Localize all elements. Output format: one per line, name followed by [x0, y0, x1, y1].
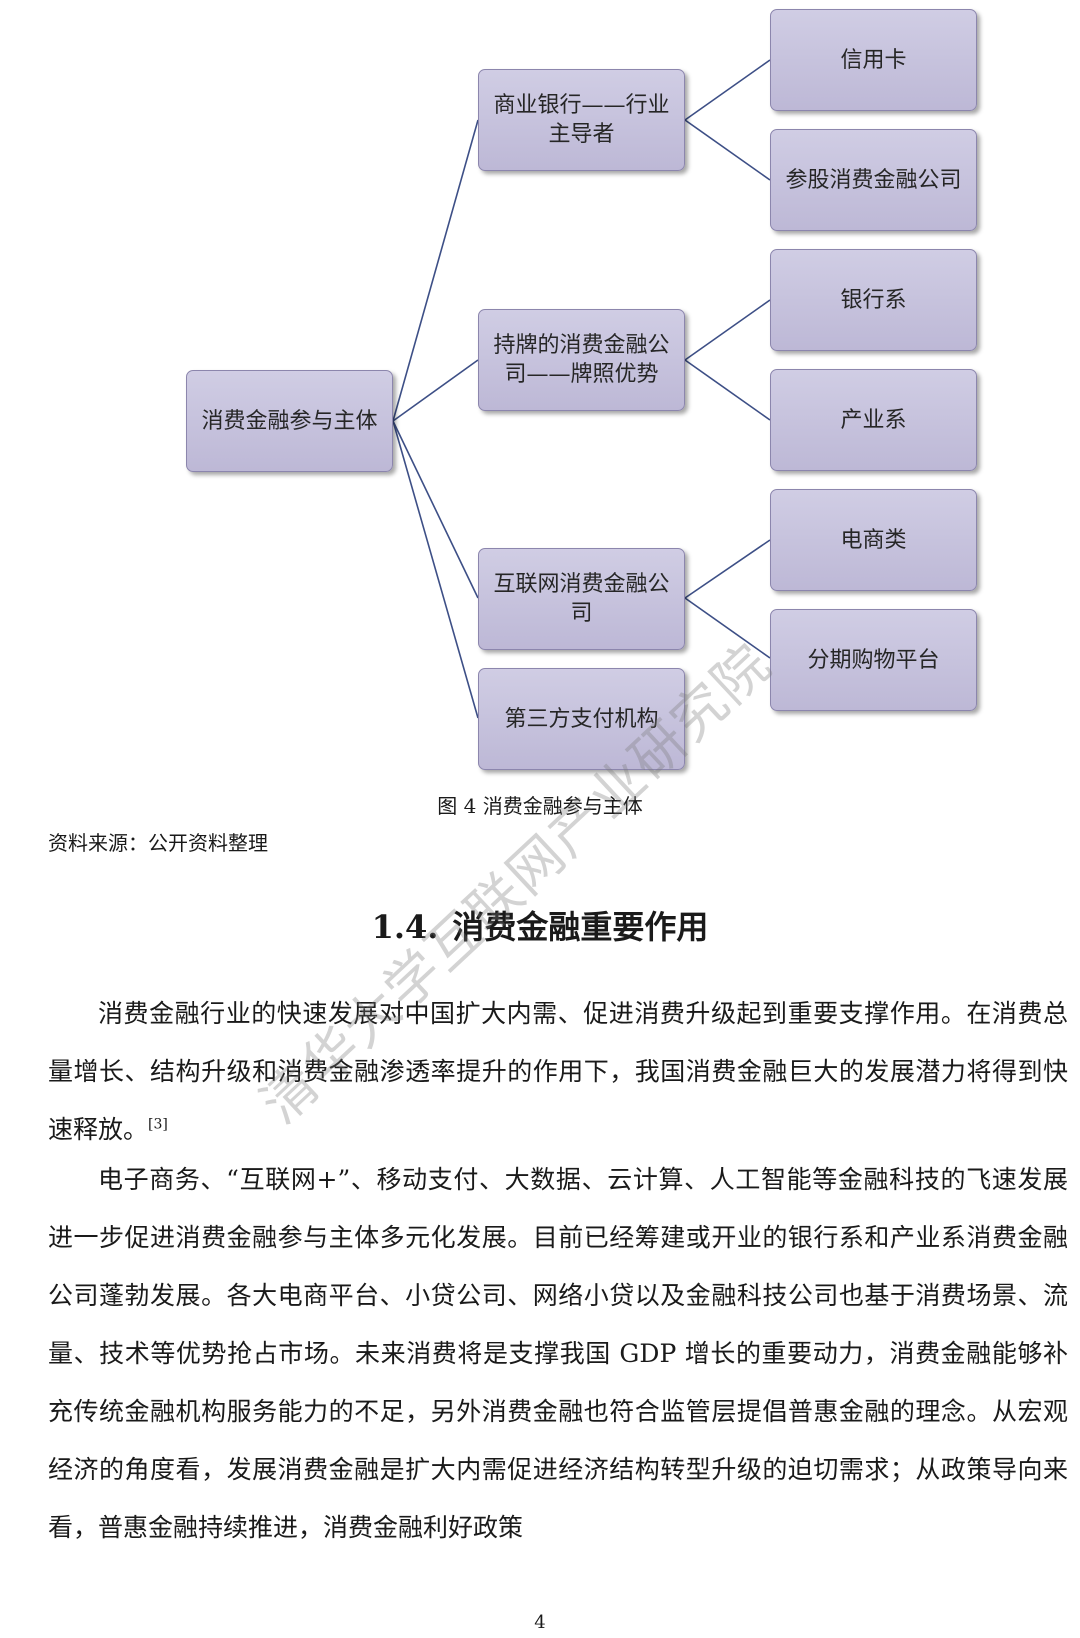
leaf-node-industry-affiliated: 产业系: [770, 369, 977, 471]
branch-node-internet-companies: 互联网消费金融公司: [478, 548, 685, 650]
connector-lines: [392, 59, 771, 719]
figure-caption: 图 4 消费金融参与主体: [437, 794, 643, 818]
leaf-node-installment-platform: 分期购物平台: [770, 609, 977, 711]
reference-mark: [3]: [148, 1116, 168, 1133]
paragraph-2: 电子商务、“互联网+”、移动支付、大数据、云计算、人工智能等金融科技的飞速发展进…: [48, 1151, 1068, 1557]
branch-node-third-party-payment: 第三方支付机构: [478, 668, 685, 770]
root-node: 消费金融参与主体: [186, 370, 393, 472]
participant-tree-diagram: 消费金融参与主体 商业银行——行业主导者 持牌的消费金融公司——牌照优势 互联网…: [0, 0, 1080, 780]
branch-node-licensed-companies: 持牌的消费金融公司——牌照优势: [478, 309, 685, 411]
branch-node-commercial-banks: 商业银行——行业主导者: [478, 69, 685, 171]
section-heading: 1.4. 消费金融重要作用: [0, 902, 1080, 948]
leaf-node-credit-card: 信用卡: [770, 9, 977, 111]
paragraph-2-text: 电子商务、“互联网+”、移动支付、大数据、云计算、人工智能等金融科技的飞速发展进…: [48, 1165, 1068, 1542]
leaf-node-bank-affiliated: 银行系: [770, 249, 977, 351]
leaf-node-ecommerce: 电商类: [770, 489, 977, 591]
source-note: 资料来源：公开资料整理: [48, 831, 268, 855]
leaf-node-consumer-finance-stake: 参股消费金融公司: [770, 129, 977, 231]
section-title: 消费金融重要作用: [452, 908, 709, 946]
section-number: 1.4.: [371, 908, 439, 946]
paragraph-1: 消费金融行业的快速发展对中国扩大内需、促进消费升级起到重要支撑作用。在消费总量增…: [48, 985, 1068, 1159]
page-number: 4: [534, 1612, 546, 1633]
paragraph-1-text: 消费金融行业的快速发展对中国扩大内需、促进消费升级起到重要支撑作用。在消费总量增…: [48, 999, 1068, 1144]
